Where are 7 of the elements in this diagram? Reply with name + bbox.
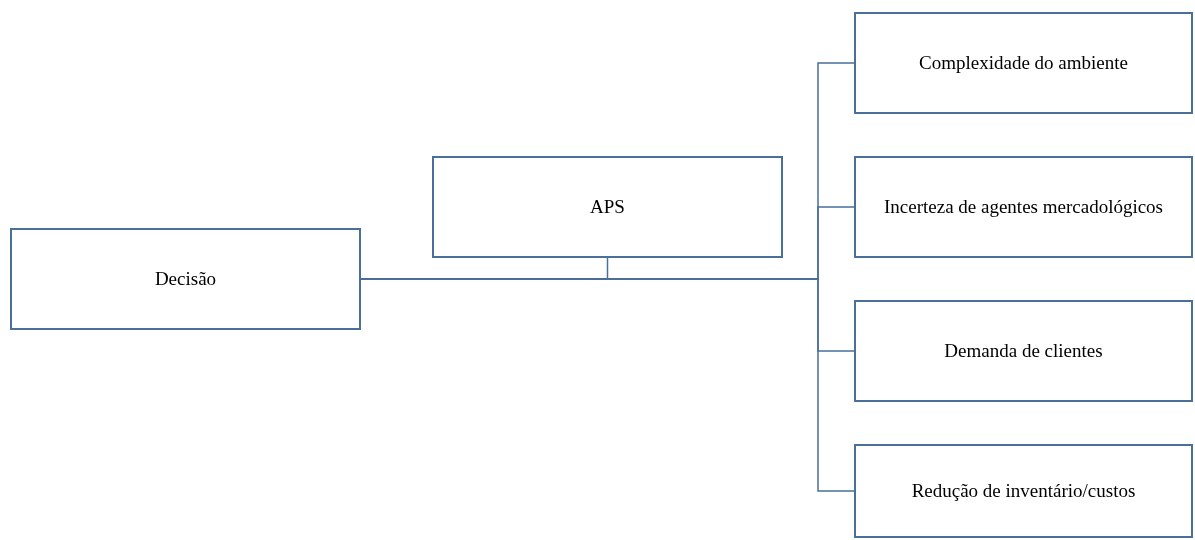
text-box: Decisão (10, 228, 361, 330)
text-box: Redução de inventário/custos (854, 444, 1193, 538)
text-box: Complexidade do ambiente (854, 12, 1193, 114)
text-box: APS (432, 156, 783, 258)
text-box: Demanda de clientes (854, 300, 1193, 402)
text-box: Incerteza de agentes mercadológicos (854, 156, 1193, 258)
connector-line (360, 257, 609, 280)
